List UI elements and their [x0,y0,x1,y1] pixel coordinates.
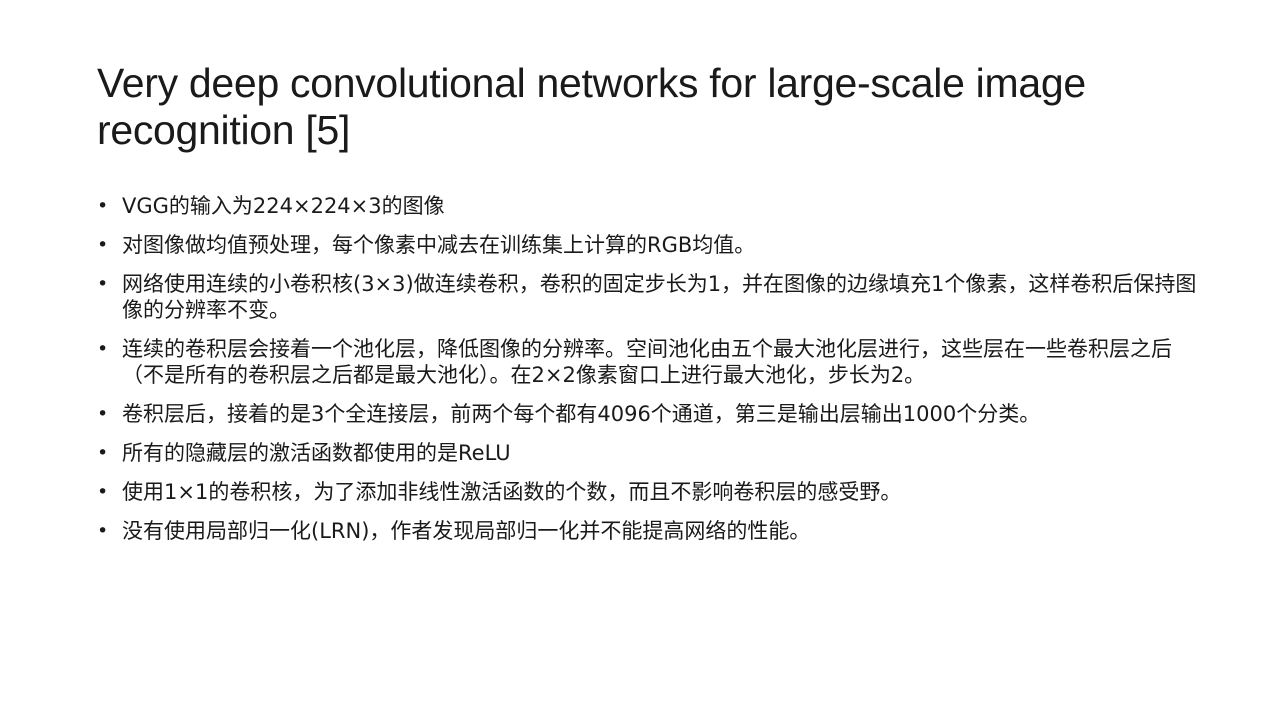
bullet-dot: • [97,234,109,256]
bullet-text: 连续的卷积层会接着一个池化层，降低图像的分辨率。空间池化由五个最大池化层进行，这… [122,337,1172,387]
bullet-dot: • [97,338,109,360]
bullet-item: • 所有的隐藏层的激活函数都使用的是ReLU [97,440,1197,466]
bullet-dot: • [97,520,109,542]
bullet-text: 使用1×1的卷积核，为了添加非线性激活函数的个数，而且不影响卷积层的感受野。 [122,480,902,504]
bullet-text: 卷积层后，接着的是3个全连接层，前两个每个都有4096个通道，第三是输出层输出1… [122,402,1041,426]
bullet-text: 对图像做均值预处理，每个像素中减去在训练集上计算的RGB均值。 [122,233,756,257]
bullet-dot: • [97,273,109,295]
bullet-item: • 连续的卷积层会接着一个池化层，降低图像的分辨率。空间池化由五个最大池化层进行… [97,336,1197,388]
slide-title: Very deep convolutional networks for lar… [97,60,1086,153]
bullet-dot: • [97,481,109,503]
bullet-item: • VGG的输入为224×224×3的图像 [97,193,1197,219]
bullet-text: 没有使用局部归一化(LRN)，作者发现局部归一化并不能提高网络的性能。 [122,519,811,543]
bullet-item: • 对图像做均值预处理，每个像素中减去在训练集上计算的RGB均值。 [97,232,1197,258]
bullet-item: • 没有使用局部归一化(LRN)，作者发现局部归一化并不能提高网络的性能。 [97,518,1197,544]
bullet-list: • VGG的输入为224×224×3的图像 • 对图像做均值预处理，每个像素中减… [97,193,1197,557]
bullet-dot: • [97,195,109,217]
bullet-dot: • [97,403,109,425]
bullet-text: 网络使用连续的小卷积核(3×3)做连续卷积，卷积的固定步长为1，并在图像的边缘填… [122,272,1197,322]
bullet-item: • 使用1×1的卷积核，为了添加非线性激活函数的个数，而且不影响卷积层的感受野。 [97,479,1197,505]
bullet-text: VGG的输入为224×224×3的图像 [122,194,445,218]
bullet-item: • 网络使用连续的小卷积核(3×3)做连续卷积，卷积的固定步长为1，并在图像的边… [97,271,1197,323]
bullet-item: • 卷积层后，接着的是3个全连接层，前两个每个都有4096个通道，第三是输出层输… [97,401,1197,427]
bullet-dot: • [97,442,109,464]
bullet-text: 所有的隐藏层的激活函数都使用的是ReLU [122,441,511,465]
